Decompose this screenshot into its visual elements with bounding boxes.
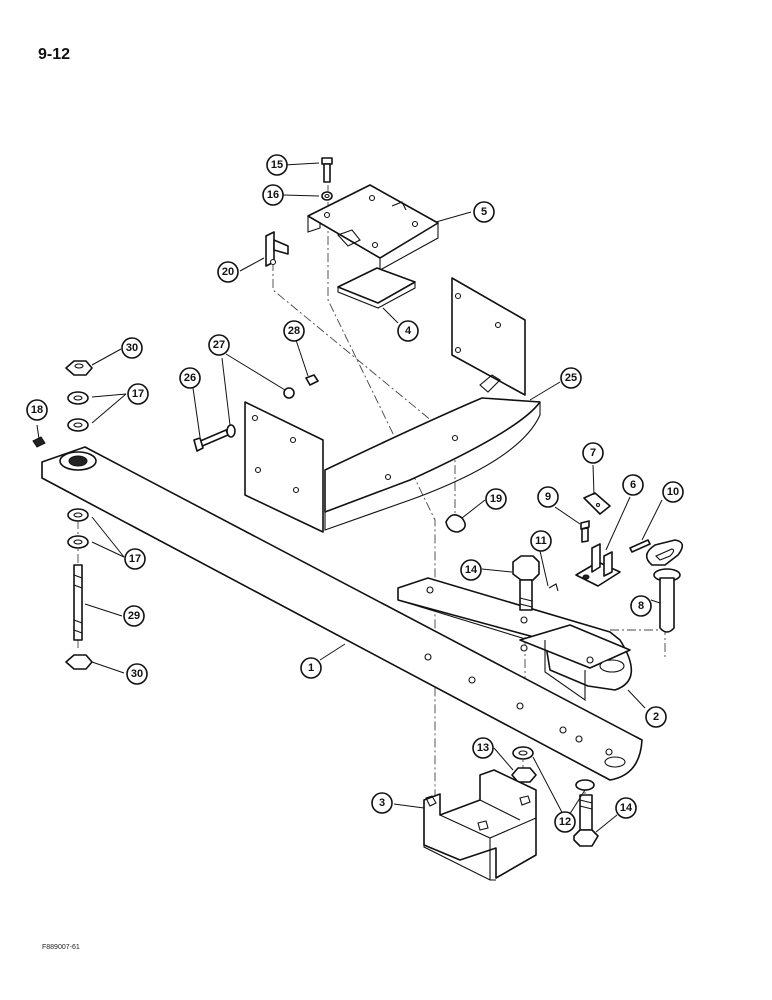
bolt-part-14-lower: [573, 794, 599, 847]
callout-9: 9: [537, 486, 559, 508]
callout-number: 29: [128, 610, 140, 622]
callout-number: 30: [126, 342, 138, 354]
callout-number: 13: [477, 742, 489, 754]
callout-number: 17: [132, 388, 144, 400]
washers-part-17-bottom: [67, 508, 89, 549]
callout-29: 29: [123, 605, 145, 627]
callout-number: 19: [490, 493, 502, 505]
callout-8: 8: [630, 595, 652, 617]
callout-number: 30: [131, 668, 143, 680]
leader-lines: [36, 162, 663, 833]
callout-13: 13: [472, 737, 494, 759]
callout-11: 11: [530, 530, 552, 552]
washers-part-17-top: [67, 391, 89, 432]
callout-number: 11: [535, 535, 547, 547]
bolt-part-26: [193, 429, 229, 452]
callout-number: 14: [465, 564, 478, 576]
callout-number: 28: [288, 325, 300, 337]
nut-part-30-bottom: [65, 654, 93, 670]
pad-plate-part-4: [337, 267, 416, 309]
hitch-bar-part-2: [397, 577, 633, 702]
callout-number: 27: [213, 339, 225, 351]
callout-number: 20: [222, 266, 234, 278]
callout-number: 5: [481, 206, 487, 218]
clip-part-20: [265, 231, 289, 267]
pin-clip-part-19: [445, 514, 466, 533]
nut-part-28: [305, 374, 319, 386]
saddle-part-3: [423, 769, 537, 881]
callout-18: 18: [26, 399, 48, 421]
figure-code: F889007-61: [42, 944, 80, 951]
washer-part-12: [512, 746, 595, 791]
callout-number: 10: [667, 486, 679, 498]
callout-19: 19: [485, 488, 507, 510]
washers-part-27: [226, 387, 295, 438]
callout-2: 2: [645, 706, 667, 728]
callout-4: 4: [397, 320, 419, 342]
fitting-part-18: [32, 436, 46, 448]
callout-5: 5: [473, 201, 495, 223]
callout-number: 7: [590, 447, 596, 459]
callout-number: 3: [379, 797, 385, 809]
top-bracket-part-5: [307, 184, 439, 271]
callout-number: 17: [129, 553, 141, 565]
callout-28: 28: [283, 320, 305, 342]
clip-part-11: [548, 583, 559, 592]
callout-16: 16: [262, 184, 284, 206]
pin-part-10: [629, 539, 651, 553]
callout-number: 12: [559, 816, 571, 828]
callout-number: 25: [565, 372, 577, 384]
callout-27: 27: [208, 334, 230, 356]
bracket-part-6: [575, 543, 621, 587]
callout-number: 1: [308, 662, 314, 674]
callout-10: 10: [662, 481, 684, 503]
drawbar-part-1: [41, 446, 643, 781]
callout-6: 6: [622, 474, 644, 496]
callout-17-top: 17: [127, 383, 149, 405]
callout-14-lower: 14: [615, 797, 637, 819]
callout-number: 26: [184, 372, 196, 384]
bolt-part-9: [580, 520, 590, 543]
callout-30-top: 30: [121, 337, 143, 359]
nut-part-30-top: [65, 360, 93, 376]
callout-number: 2: [653, 711, 659, 723]
bolt-part-14-upper: [512, 555, 540, 611]
callout-25: 25: [560, 367, 582, 389]
callout-15: 15: [266, 154, 288, 176]
hitch-pin-part-8: [645, 539, 684, 633]
callout-number: 8: [638, 600, 644, 612]
callout-number: 18: [31, 404, 43, 416]
callout-20: 20: [217, 261, 239, 283]
callout-14-upper: 14: [460, 559, 482, 581]
washer-part-16: [321, 191, 333, 201]
bolt-part-15: [321, 157, 333, 183]
callout-3: 3: [371, 792, 393, 814]
callout-30-bottom: 30: [126, 663, 148, 685]
axle-cradle-part-25: [244, 277, 541, 533]
callout-1: 1: [300, 657, 322, 679]
callout-7: 7: [582, 442, 604, 464]
page-number: 9-12: [38, 46, 71, 63]
callout-number: 15: [271, 159, 283, 171]
callout-17-bottom: 17: [124, 548, 146, 570]
plate-part-7: [583, 492, 611, 515]
alignment-line: [272, 262, 456, 520]
callout-number: 16: [267, 189, 279, 201]
callout-number: 4: [405, 325, 412, 337]
callout-26: 26: [179, 367, 201, 389]
callout-12: 12: [554, 811, 576, 833]
callout-number: 6: [630, 479, 636, 491]
callout-number: 9: [545, 491, 551, 503]
stud-part-29: [73, 564, 83, 641]
callout-number: 14: [620, 802, 633, 814]
